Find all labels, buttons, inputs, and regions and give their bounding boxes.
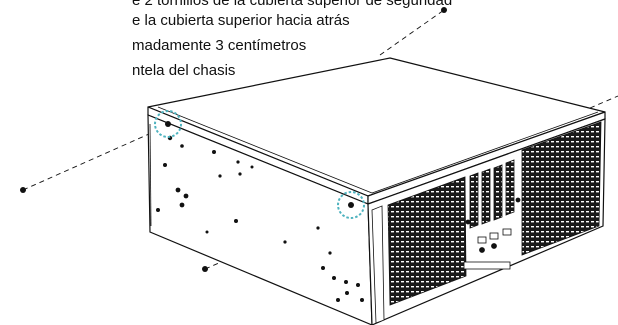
top-cover — [147, 57, 606, 205]
vent-grilles — [387, 121, 602, 306]
screw-icon — [202, 266, 208, 272]
io-port — [477, 236, 487, 244]
screw-icon — [441, 7, 447, 13]
vent-grille-left — [387, 176, 467, 306]
front-io-ports — [463, 197, 521, 270]
highlight-circles — [154, 110, 365, 219]
instruction-line-3: madamente 3 centímetros — [132, 37, 307, 54]
instruction-text-block: e 2 tornillos de la cubierta superior de… — [0, 0, 618, 100]
instruction-line-1: e 2 tornillos de la cubierta superior de… — [132, 0, 453, 9]
screw-icon — [20, 187, 26, 193]
front-slot — [463, 261, 511, 270]
dashed-highlight-circle — [154, 110, 182, 138]
left-side-panel — [147, 114, 373, 325]
screws — [20, 7, 447, 272]
io-button — [479, 247, 485, 253]
vent-slot-2 — [481, 168, 491, 225]
vent-slot-3 — [493, 164, 503, 221]
left-panel-surface — [147, 114, 373, 325]
dashed-highlight-circle — [337, 191, 365, 219]
io-port — [502, 228, 512, 236]
instruction-line-4: ntela del chasis — [132, 62, 236, 79]
front-left-rail — [371, 205, 385, 324]
instruction-line-2: e la cubierta superior hacia atrás — [132, 12, 350, 29]
vent-grille-right — [521, 121, 602, 256]
vent-slot-1 — [469, 172, 479, 229]
screw-icon — [165, 121, 171, 127]
guide-line-left — [22, 125, 168, 191]
vent-slot-4 — [505, 159, 515, 216]
io-port — [489, 232, 499, 240]
guide-line-top-right — [379, 9, 445, 56]
io-button — [491, 243, 497, 249]
screw-icon — [348, 202, 354, 208]
guide-line-right — [589, 95, 618, 109]
